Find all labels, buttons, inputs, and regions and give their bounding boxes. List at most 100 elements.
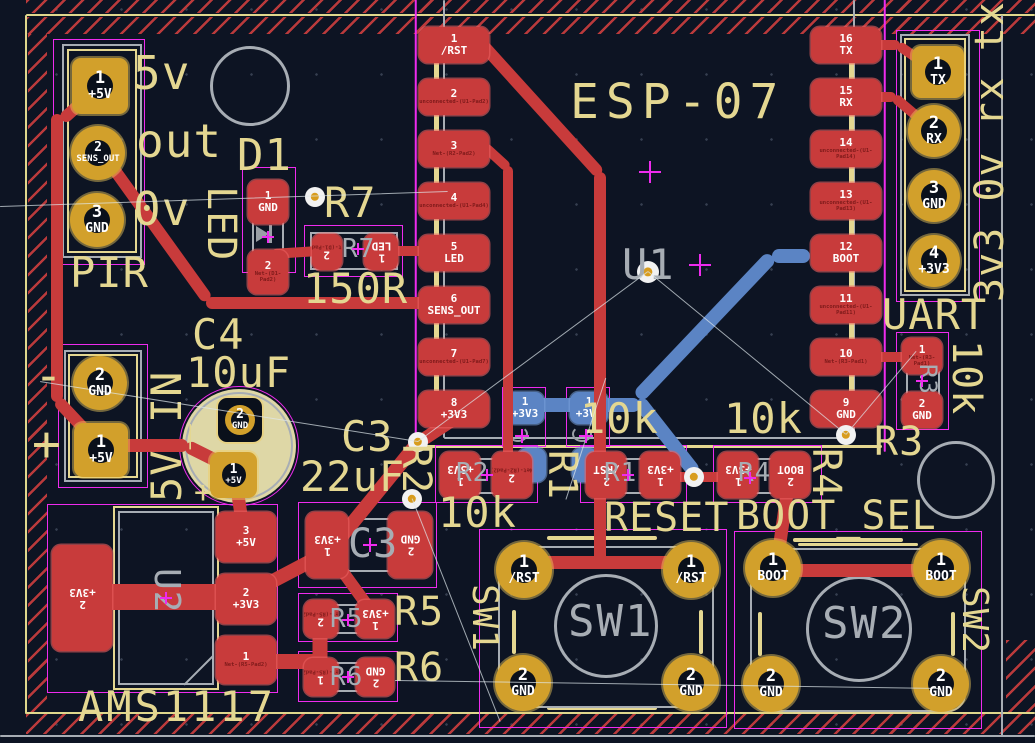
mount-hole-bottom[interactable]	[917, 441, 995, 519]
r3-courtyard[interactable]	[896, 332, 949, 430]
ams-pad-2[interactable]: 2+3V3	[216, 574, 276, 624]
silk-label-3v3-0v-rx-tx[interactable]: 3v3 0v rx tx	[967, 1, 1013, 302]
silk-label-0v[interactable]: 0v	[133, 182, 191, 236]
pir-silk[interactable]	[67, 49, 137, 253]
fab-ref-r2[interactable]: R2	[456, 458, 490, 488]
silk-title-esp-07[interactable]: ESP-07	[570, 74, 786, 130]
silk-label-pir[interactable]: PIR	[70, 248, 149, 297]
silk-value-10uf[interactable]: 10uF	[186, 348, 292, 397]
silk-ref-r1[interactable]: R1	[539, 450, 585, 501]
trace-front[interactable]	[775, 563, 941, 577]
r1-pad-2[interactable]: 2/RST	[586, 452, 626, 498]
silk-ref-r5[interactable]: R5	[394, 589, 445, 635]
c3-pad-1[interactable]: 1+3V3	[306, 512, 348, 578]
trace-front[interactable]	[206, 297, 478, 309]
ams-pad-3[interactable]: 3+5V	[216, 512, 276, 562]
trace-front[interactable]	[503, 166, 513, 468]
silk-label-ams1117[interactable]: AMS1117	[78, 682, 277, 731]
pir-fab[interactable]	[62, 44, 142, 258]
silk-ref-sw1[interactable]: SW1	[464, 584, 505, 653]
uart-pad-4[interactable]: 4+3V3	[908, 235, 960, 287]
silk-label-uart[interactable]: UART	[882, 290, 988, 339]
uart-silk[interactable]	[904, 38, 966, 292]
sw1-pad-1a[interactable]: 1/RST	[496, 542, 552, 598]
silk-value-10k-r3[interactable]: 10k	[943, 340, 989, 416]
5vin-pad-1[interactable]: 1+5V	[74, 423, 128, 477]
sw2-button[interactable]	[806, 576, 912, 682]
r4-pad-1[interactable]: 1+3V3	[718, 452, 758, 498]
via[interactable]	[305, 187, 325, 207]
pir-pad-1[interactable]: 1+5V	[72, 58, 128, 114]
silk-cap-polarity-plus[interactable]: +	[194, 475, 214, 510]
5vin-courtyard[interactable]	[58, 344, 148, 488]
silk-label-boot-sel[interactable]: BOOT_SEL	[736, 493, 937, 539]
silk-label-5v-in[interactable]: 5V_IN	[142, 370, 191, 502]
sw1-fab-box[interactable]	[498, 546, 714, 708]
r5-pad-1[interactable]: 1+3V3	[356, 600, 394, 638]
silk-sw2-body-label[interactable]: SW2	[822, 598, 908, 649]
fab-ref-u2[interactable]: U2	[146, 568, 187, 614]
c4-pad-1[interactable]: 1+5V	[210, 452, 257, 498]
via[interactable]	[684, 467, 704, 487]
silk-ref-sw2[interactable]: SW2	[954, 586, 995, 655]
r1-pad-1[interactable]: 1+3V3	[640, 452, 680, 498]
silk-ref-r4[interactable]: R4	[803, 448, 849, 499]
sw2-fab-box[interactable]	[750, 548, 966, 712]
silk-ref-c4[interactable]: C4	[192, 310, 245, 359]
r5-courtyard[interactable]	[298, 593, 398, 642]
silk-label-out[interactable]: out	[136, 114, 223, 168]
silk-ref-r2[interactable]: R2	[393, 444, 439, 495]
jp2-courtyard[interactable]	[566, 387, 610, 447]
esp-pad-1[interactable]: 1/RST	[419, 27, 489, 63]
jp1-courtyard[interactable]	[502, 387, 546, 447]
silk-sw1-body-label[interactable]: SW1	[568, 596, 654, 647]
trace-front[interactable]	[862, 40, 900, 50]
silk-label-5v[interactable]: 5v	[133, 46, 191, 100]
uart-fab[interactable]	[900, 34, 970, 296]
silk-label-minus[interactable]: -	[34, 348, 64, 404]
silk-ref-d1[interactable]: D1	[237, 130, 292, 181]
silk-ref-r7[interactable]: R7	[324, 178, 377, 227]
silk-ref-r3[interactable]: R3	[874, 419, 925, 465]
fab-ref-r4[interactable]: R4	[738, 458, 772, 488]
ams-pad-2-tab[interactable]: 2+3V3	[52, 545, 112, 651]
sw2-courtyard[interactable]	[734, 531, 982, 729]
trace-back[interactable]	[772, 249, 810, 263]
silk-value-10k-r2[interactable]: 10k	[438, 488, 517, 537]
